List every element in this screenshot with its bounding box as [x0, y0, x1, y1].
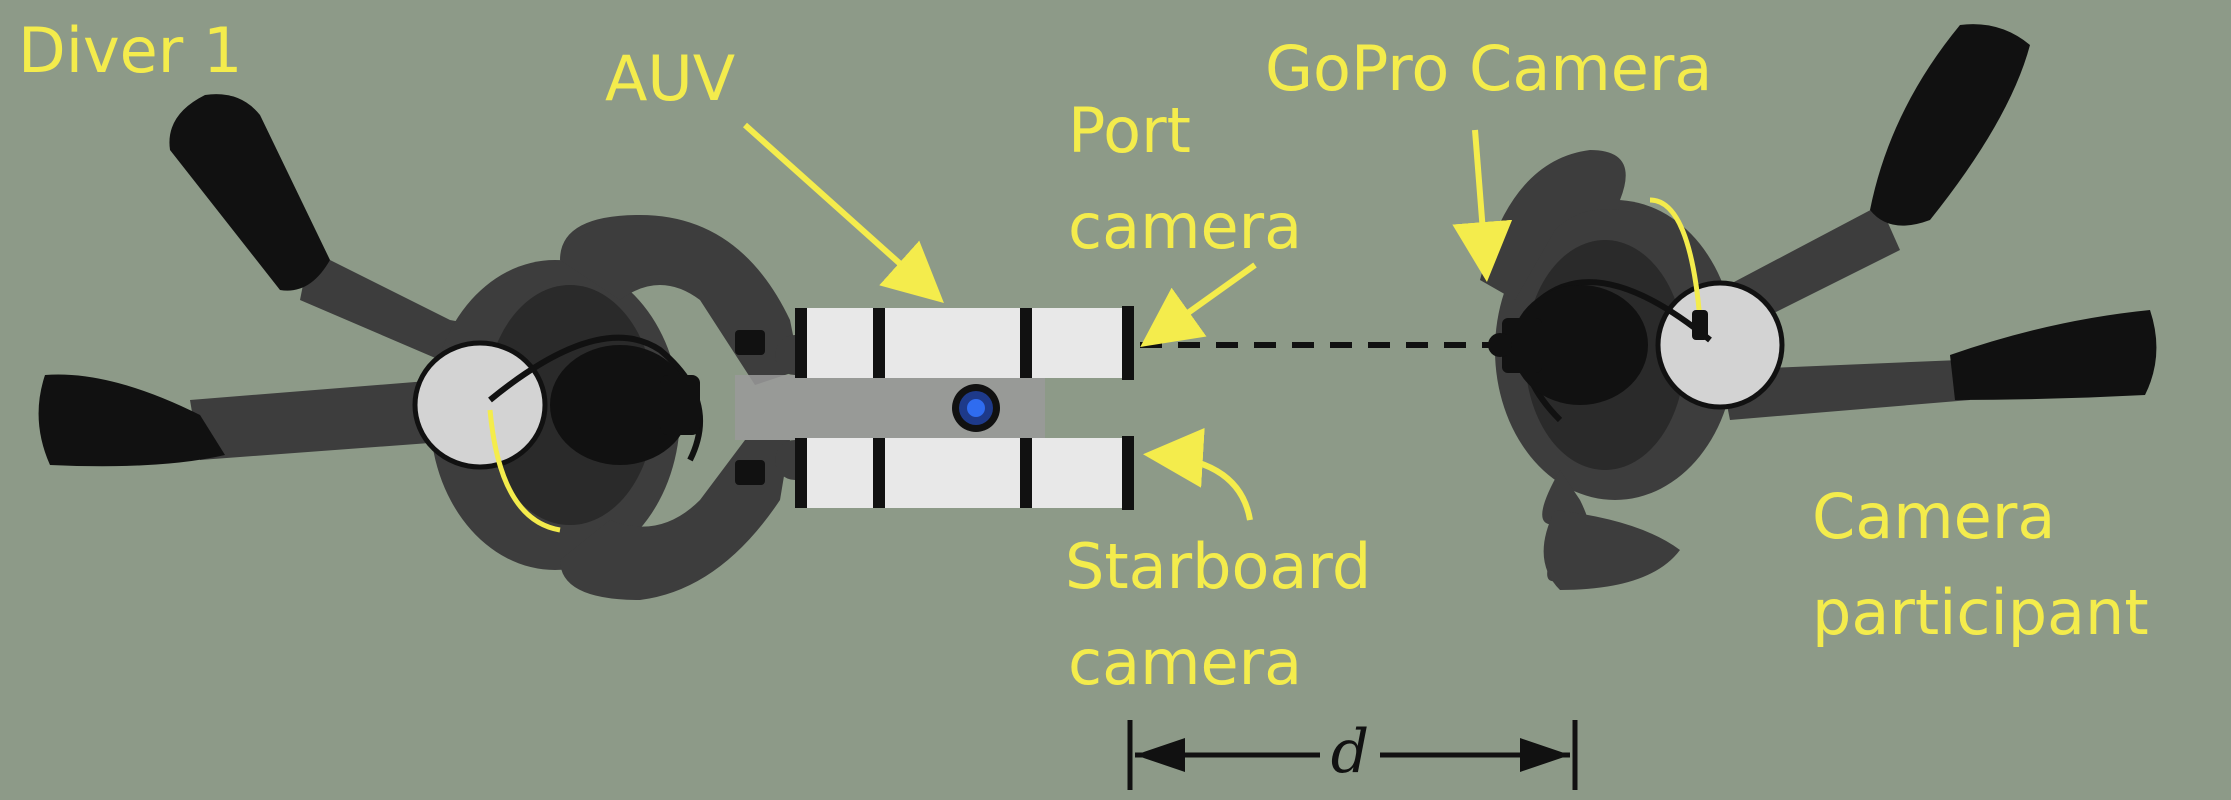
participant-head [1512, 285, 1648, 405]
auv-lower-tube [795, 438, 1125, 508]
participant-tank [1655, 280, 1785, 410]
label-port-line1: Port [1068, 94, 1191, 167]
auv-figure [735, 306, 1134, 510]
label-auv: AUV [605, 42, 735, 115]
label-gopro-camera: GoPro Camera [1265, 32, 1712, 105]
port-camera-arrow-icon [1140, 262, 1257, 347]
label-starboard-line2: camera [1068, 626, 1302, 699]
diver-1-head [550, 345, 690, 465]
label-participant-line2: participant [1812, 576, 2149, 649]
gopro-arrow-icon [1452, 129, 1513, 282]
label-diver-1: Diver 1 [18, 14, 242, 87]
label-starboard-line1: Starboard [1065, 530, 1371, 603]
label-port-line2: camera [1068, 190, 1302, 263]
diver-1-tank [412, 340, 548, 470]
label-participant-line1: Camera [1812, 480, 2055, 553]
distance-label: d [1331, 717, 1369, 787]
diver-1-figure [38, 94, 815, 600]
distance-dimension: d [1127, 717, 1578, 790]
starboard-camera-arrow-icon [1143, 427, 1253, 521]
auv-upper-tube [795, 308, 1125, 378]
camera-participant-figure [1480, 24, 2157, 590]
auv-arrow-icon [742, 122, 944, 304]
gopro-camera [1502, 318, 1542, 373]
